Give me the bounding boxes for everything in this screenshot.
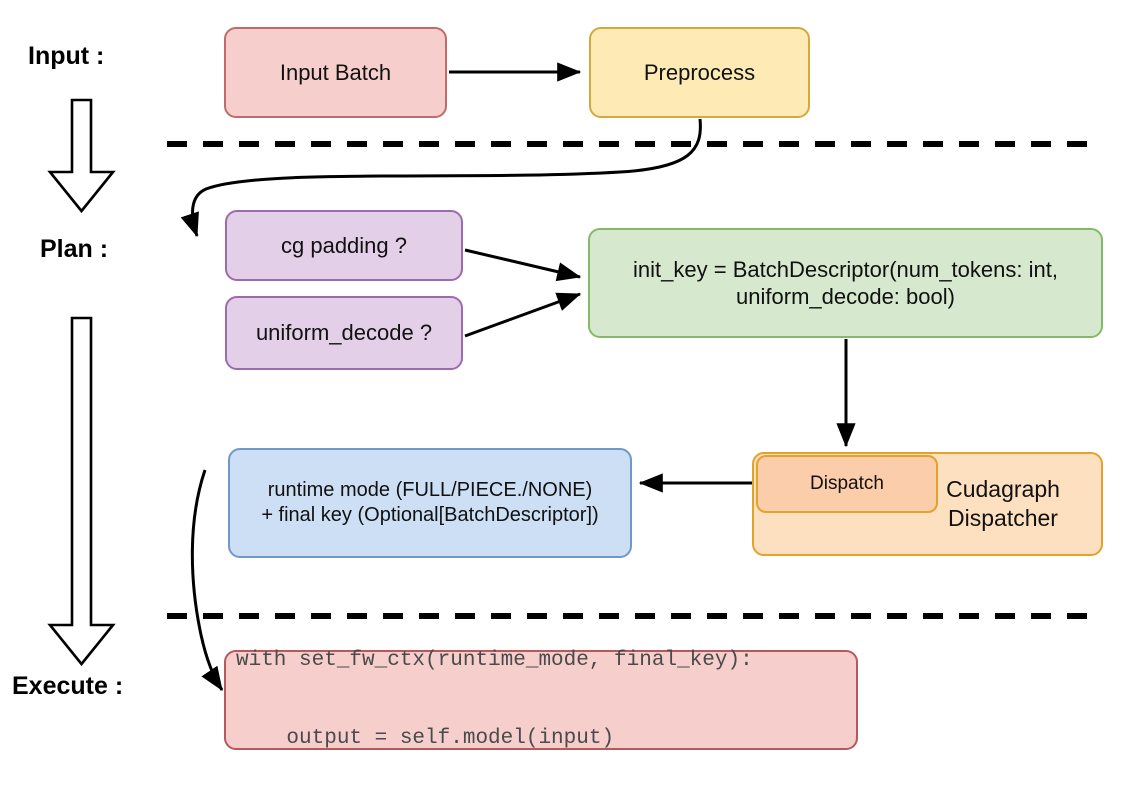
stage-label-input: Input : <box>28 42 105 70</box>
node-runtime-mode: runtime mode (FULL/PIECE./NONE) + final … <box>228 448 632 558</box>
node-cg-padding-label: cg padding ? <box>281 232 407 258</box>
node-dispatch-label: Dispatch <box>810 473 884 495</box>
node-runtime-mode-line2: + final key (Optional[BatchDescriptor]) <box>261 504 599 526</box>
connector-layer <box>47 62 1097 691</box>
node-input-batch: Input Batch <box>224 27 447 118</box>
node-uniform-decode: uniform_decode ? <box>225 296 463 370</box>
diagram-canvas: Input : Plan : Execute : Input Batch Pre… <box>12 27 1103 751</box>
node-runtime-mode-line1: runtime mode (FULL/PIECE./NONE) <box>267 479 593 501</box>
arrow-preprocess-to-plan <box>180 118 702 238</box>
node-preprocess-label: Preprocess <box>643 59 756 85</box>
node-cudagraph-dispatcher-line1: Cudagraph <box>946 476 1060 503</box>
stage-label-execute: Execute : <box>12 672 124 700</box>
node-preprocess: Preprocess <box>589 27 810 118</box>
node-cudagraph-dispatcher-line2: Dispatcher <box>948 505 1058 531</box>
node-batch-descriptor-line2: uniform_decode: bool) <box>736 284 955 309</box>
code-block-line2: output = self.model(input) <box>236 727 615 751</box>
arrow-uniform-decode-to-batch-descriptor <box>464 292 582 338</box>
plan-to-execute-block-arrow <box>47 316 116 667</box>
node-cg-padding: cg padding ? <box>225 210 463 281</box>
node-code-block: with set_fw_ctx(runtime_mode, final_key)… <box>224 648 858 751</box>
node-uniform-decode-label: uniform_decode ? <box>255 320 433 346</box>
node-batch-descriptor-line1: init_key = BatchDescriptor(num_tokens: i… <box>633 256 1058 282</box>
code-block-line1: with set_fw_ctx(runtime_mode, final_key)… <box>236 648 753 672</box>
stage-label-plan: Plan : <box>40 235 109 263</box>
node-input-batch-label: Input Batch <box>279 59 392 85</box>
input-to-plan-block-arrow <box>47 98 116 214</box>
node-dispatch: Dispatch <box>756 455 938 513</box>
arrow-runtime-mode-to-code-block <box>190 469 224 691</box>
arrow-cg-padding-to-batch-descriptor <box>464 248 582 282</box>
node-batch-descriptor: init_key = BatchDescriptor(num_tokens: i… <box>588 228 1103 338</box>
